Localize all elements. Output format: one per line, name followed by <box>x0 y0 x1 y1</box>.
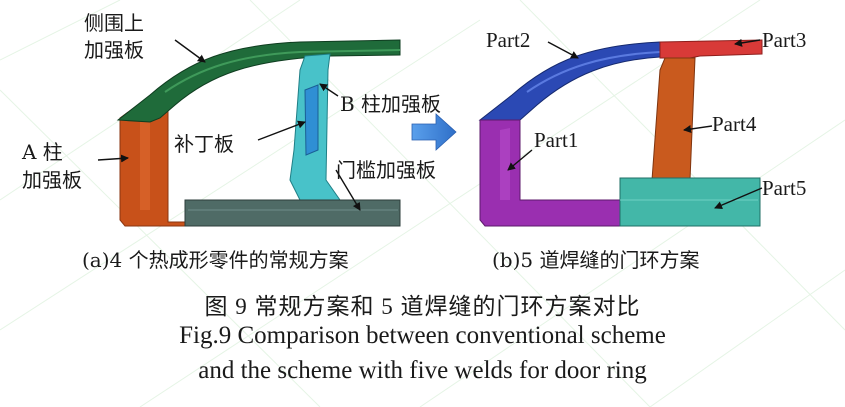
right-door-ring <box>478 39 763 227</box>
label-part3: Part3 <box>762 28 807 52</box>
left-callout-leaders <box>97 39 361 211</box>
label-part1: Part1 <box>534 128 579 152</box>
label-a-pillar-reinforcement: A 柱 加强板 <box>22 140 82 192</box>
figure-caption-english-line1: Fig.9 Comparison between conventional sc… <box>179 322 666 349</box>
sill-part <box>184 199 401 227</box>
part5-sill <box>619 177 761 227</box>
label-part5: Part5 <box>762 176 807 200</box>
figure-caption-english-line2: and the scheme with five welds for door … <box>198 357 647 384</box>
label-sill-reinforcement: 门槛加强板 <box>336 158 436 182</box>
left-door-ring <box>116 39 401 227</box>
right-arrow-icon <box>411 113 457 151</box>
label-patch-plate: 补丁板 <box>174 132 234 156</box>
patch-part <box>304 84 319 156</box>
label-b-pillar-reinforcement: B 柱加强板 <box>340 92 442 116</box>
figure-caption-chinese: 图 9 常规方案和 5 道焊缝的门环方案对比 <box>204 294 641 319</box>
subfigure-caption-b: (b)5 道焊缝的门环方案 <box>492 248 700 272</box>
label-side-roof-reinforcement: 侧围上 加强板 <box>84 11 144 62</box>
subfigure-caption-a: (a)4 个热成形零件的常规方案 <box>82 248 349 272</box>
right-callout-leaders <box>507 38 763 209</box>
label-part2: Part2 <box>486 28 531 52</box>
label-part4: Part4 <box>712 112 757 136</box>
